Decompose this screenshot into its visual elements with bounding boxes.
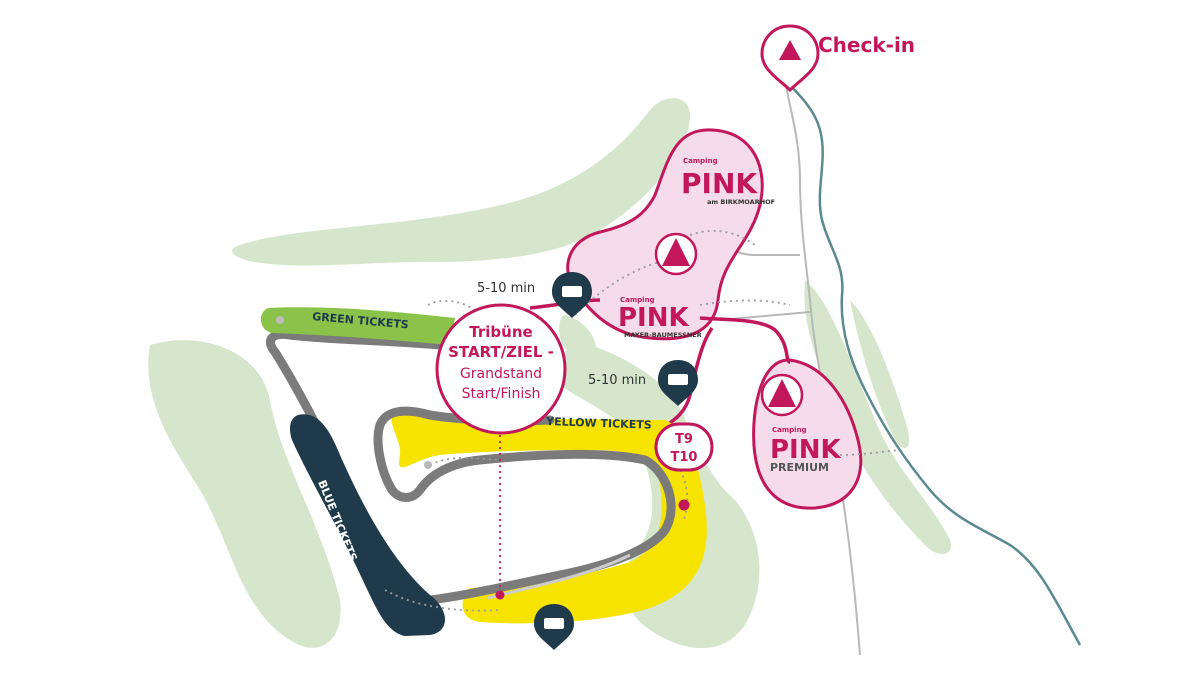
grandstand-line4: Start/Finish	[462, 386, 541, 402]
forest-east-thin	[850, 300, 910, 449]
camp-mayer-label[interactable]: Camping PINK MAYER-BAUMESSNER	[618, 296, 702, 339]
track-pit-lane	[487, 553, 631, 600]
ticket-pin-lower[interactable]	[534, 604, 574, 650]
grandstand-line1: Tribüne	[469, 323, 532, 341]
camp-premium-label[interactable]: Camping PINK PREMIUM	[770, 426, 841, 474]
grandstand-marker[interactable]: Tribüne START/ZIEL - Grandstand Start/Fi…	[435, 303, 567, 435]
forest-center-small	[559, 315, 596, 359]
turn-badge-line1: T9	[675, 432, 693, 447]
river	[779, 74, 1082, 646]
tent-icon	[662, 238, 690, 266]
camp-premium-small: Camping	[772, 426, 807, 434]
ticket-icon	[668, 374, 688, 385]
forest-center	[554, 344, 760, 649]
t9-dot	[678, 499, 690, 511]
forest-west	[148, 340, 341, 648]
yellow-tickets-label: YELLOW TICKETS	[545, 415, 652, 432]
camp-birkmoarhof-sub: am BIRKMOARHOF	[707, 198, 775, 206]
green-area-dot	[276, 316, 284, 324]
checkin-marker[interactable]: Check-in	[760, 24, 915, 93]
camp-premium-big: PINK	[770, 435, 841, 465]
camp-birkmoarhof-label[interactable]: Camping PINK am BIRKMOARHOF	[681, 157, 775, 206]
camp-mayer-big: PINK	[618, 303, 689, 333]
camp-tent-upper	[654, 232, 698, 276]
tent-icon	[768, 379, 796, 407]
grandstand-dot	[495, 590, 505, 600]
green-tickets-area	[260, 307, 455, 345]
grandstand-line2: START/ZIEL -	[448, 343, 554, 361]
camp-birkmoarhof-big: PINK	[681, 167, 758, 200]
blue-tickets-area	[290, 414, 445, 636]
walking-paths	[384, 230, 901, 612]
ticket-pin-upper[interactable]	[552, 272, 592, 318]
camp-premium-sub: PREMIUM	[770, 461, 829, 474]
walk-time-middle: 5-10 min	[588, 373, 646, 388]
tent-icon	[779, 40, 801, 60]
turn-badge[interactable]: T9 T10	[654, 422, 714, 472]
camp-mayer-sub: MAYER-BAUMESSNER	[624, 331, 702, 339]
checkin-label: Check-in	[818, 33, 915, 57]
camp-birkmoarhof-area	[566, 128, 764, 341]
yellow-area-dot	[424, 461, 432, 469]
camp-birkmoarhof-small: Camping	[683, 157, 718, 165]
forest-east-strip	[804, 280, 951, 555]
grandstand-line3: Grandstand	[460, 366, 542, 382]
turn-badge-line2: T10	[671, 450, 698, 465]
ticket-pin-middle[interactable]	[658, 360, 698, 406]
forest-areas	[148, 98, 951, 649]
forest-north	[232, 98, 690, 266]
walk-time-upper: 5-10 min	[477, 281, 535, 296]
yellow-tickets-area	[391, 413, 707, 624]
camp-tent-premium	[760, 373, 804, 417]
camp-mayer-small: Camping	[620, 296, 655, 304]
ticket-icon	[562, 286, 582, 297]
ticket-icon	[544, 618, 564, 629]
